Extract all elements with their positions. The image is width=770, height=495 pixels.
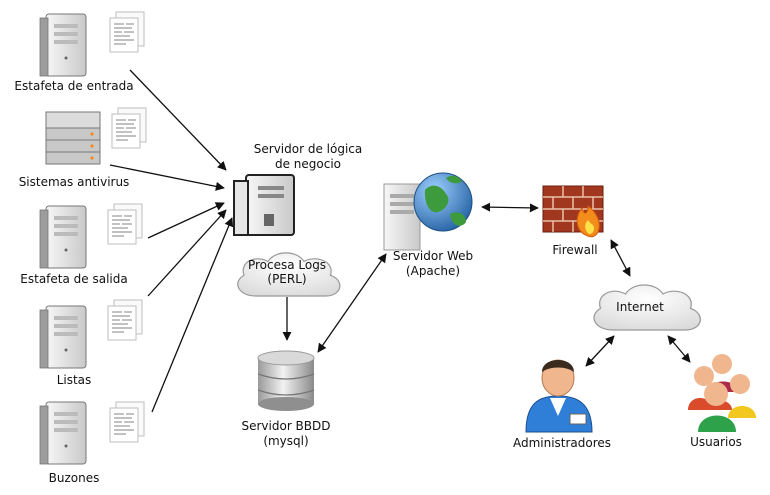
servidor-web-node — [383, 172, 473, 251]
tower-server-icon — [39, 401, 87, 465]
documents-icon — [109, 401, 145, 443]
label-servidor-logica-line1: Servidor de lógica — [253, 142, 363, 156]
label-usuarios: Usuarios — [690, 435, 742, 449]
label-estafeta-salida: Estafeta de salida — [20, 272, 128, 286]
label-estafeta-entrada: Estafeta de entrada — [14, 79, 134, 93]
sistemas-antivirus-node — [45, 107, 147, 165]
connector-lines — [109, 69, 691, 413]
label-servidor-bbdd-line2: (mysql) — [263, 434, 309, 448]
arrow-listas-to-logica — [147, 209, 227, 297]
label-servidor-logica-line2: de negocio — [274, 157, 342, 171]
tower-server-icon — [39, 305, 87, 369]
label-listas: Listas — [56, 373, 92, 387]
arrow-entrada-to-logica — [129, 69, 227, 171]
listas-node — [39, 299, 143, 369]
database-icon — [257, 350, 315, 411]
estafeta-salida-node — [39, 203, 143, 269]
label-internet: Internet — [616, 300, 664, 314]
tower-server-icon — [39, 205, 87, 269]
documents-icon — [109, 11, 145, 53]
documents-icon — [107, 299, 143, 341]
arrow-web-firewall — [481, 202, 539, 213]
firewall-icon — [542, 185, 604, 238]
arrow-buzones-to-logica — [151, 217, 234, 413]
arrow-salida-to-logica — [147, 202, 225, 239]
label-firewall: Firewall — [552, 243, 598, 257]
label-servidor-web-line2: (Apache) — [405, 264, 461, 278]
label-administradores: Administradores — [512, 436, 612, 450]
globe-icon — [413, 172, 473, 232]
admin-user-icon — [525, 359, 593, 433]
tower-server-icon — [39, 13, 87, 77]
arrow-internet-users — [667, 335, 691, 363]
label-procesa-logs-line2: (PERL) — [267, 272, 307, 286]
arrow-firewall-internet — [610, 239, 631, 277]
users-group-icon — [688, 354, 756, 432]
label-buzones: Buzones — [48, 471, 100, 485]
documents-icon — [107, 203, 143, 245]
label-servidor-bbdd-line1: Servidor BBDD — [241, 419, 331, 433]
tower-server-icon — [383, 183, 421, 251]
arrow-internet-admin — [585, 335, 615, 367]
estafeta-entrada-node — [39, 11, 145, 77]
label-servidor-web-line1: Servidor Web — [392, 249, 474, 263]
servidor-logica-node — [233, 174, 295, 236]
label-procesa-logs-line1: Procesa Logs — [247, 258, 327, 272]
arrow-antivirus-to-logica — [109, 164, 225, 191]
documents-icon — [111, 107, 147, 149]
label-sistemas-antivirus: Sistemas antivirus — [18, 175, 130, 189]
arrow-bbdd-web — [317, 253, 387, 353]
tower-server-icon — [233, 174, 295, 236]
rack-server-icon — [45, 111, 101, 165]
buzones-node — [39, 401, 145, 465]
